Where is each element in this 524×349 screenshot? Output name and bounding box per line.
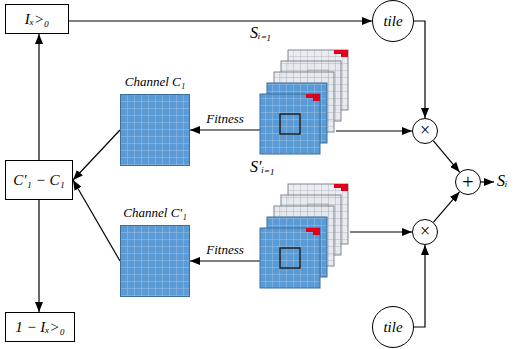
tensor-heading: S′ᵢ₋₁ bbox=[250, 158, 275, 176]
connector bbox=[73, 130, 120, 180]
connector bbox=[190, 260, 260, 261]
channel-square bbox=[121, 95, 190, 166]
connector bbox=[38, 200, 39, 312]
operator-text: tile bbox=[383, 13, 402, 30]
channel-grid bbox=[120, 225, 190, 297]
connector bbox=[336, 130, 412, 131]
window-square bbox=[280, 114, 300, 134]
marked-cell bbox=[341, 184, 348, 191]
connector bbox=[38, 34, 39, 160]
operator-circle: + bbox=[455, 169, 481, 195]
marked-cell bbox=[306, 228, 313, 232]
process-box: C′₁ − C₁ bbox=[5, 160, 73, 200]
connector bbox=[414, 245, 425, 327]
edge-label: Fitness bbox=[204, 112, 246, 126]
marked-cell bbox=[334, 50, 341, 54]
channel-map: Channel C′₁ bbox=[120, 225, 190, 297]
operator-circle: tile bbox=[372, 0, 414, 42]
channel-heading: Channel C′₁ bbox=[123, 206, 186, 220]
connector bbox=[190, 129, 260, 130]
operator-circle: × bbox=[412, 118, 438, 144]
channel-map: Channel C₁ bbox=[120, 94, 190, 166]
operator-circle: tile bbox=[372, 306, 414, 348]
tensor-stack bbox=[258, 162, 350, 290]
channel-square bbox=[121, 226, 190, 297]
channel-grid bbox=[120, 94, 190, 166]
box-text: C′₁ − C₁ bbox=[13, 172, 64, 189]
tensor-block: S′ᵢ₋₁ bbox=[258, 162, 350, 290]
operator-text: + bbox=[462, 171, 473, 193]
tensor-slice bbox=[260, 94, 320, 154]
marked-cell bbox=[313, 94, 320, 101]
box-text: 1 − Iₓ>₀ bbox=[15, 319, 65, 336]
connector bbox=[414, 21, 425, 118]
window-square bbox=[280, 248, 300, 268]
operator-text: × bbox=[420, 222, 430, 242]
connector bbox=[73, 180, 120, 261]
operator-circle: × bbox=[412, 219, 438, 245]
output-arrow bbox=[481, 181, 494, 182]
channel-heading: Channel C₁ bbox=[125, 75, 186, 89]
connector bbox=[69, 20, 372, 21]
process-box: 1 − Iₓ>₀ bbox=[5, 312, 75, 342]
marked-cell bbox=[334, 184, 341, 188]
box-text: Iₓ>₀ bbox=[25, 11, 50, 28]
connector bbox=[433, 141, 459, 172]
process-box: Iₓ>₀ bbox=[5, 4, 69, 34]
connector bbox=[434, 192, 460, 222]
operator-text: × bbox=[420, 121, 430, 141]
marked-cell bbox=[313, 228, 320, 235]
output-label: Sᵢ bbox=[497, 172, 508, 190]
operator-text: tile bbox=[383, 319, 402, 336]
marked-cell bbox=[341, 50, 348, 57]
tensor-slice bbox=[260, 228, 320, 288]
tensor-heading: Sᵢ₋₁ bbox=[250, 24, 271, 42]
connector bbox=[350, 231, 412, 232]
tensor-stack bbox=[258, 28, 350, 156]
marked-cell bbox=[306, 94, 313, 98]
tensor-block: Sᵢ₋₁ bbox=[258, 28, 350, 156]
edge-label: Fitness bbox=[204, 243, 246, 257]
